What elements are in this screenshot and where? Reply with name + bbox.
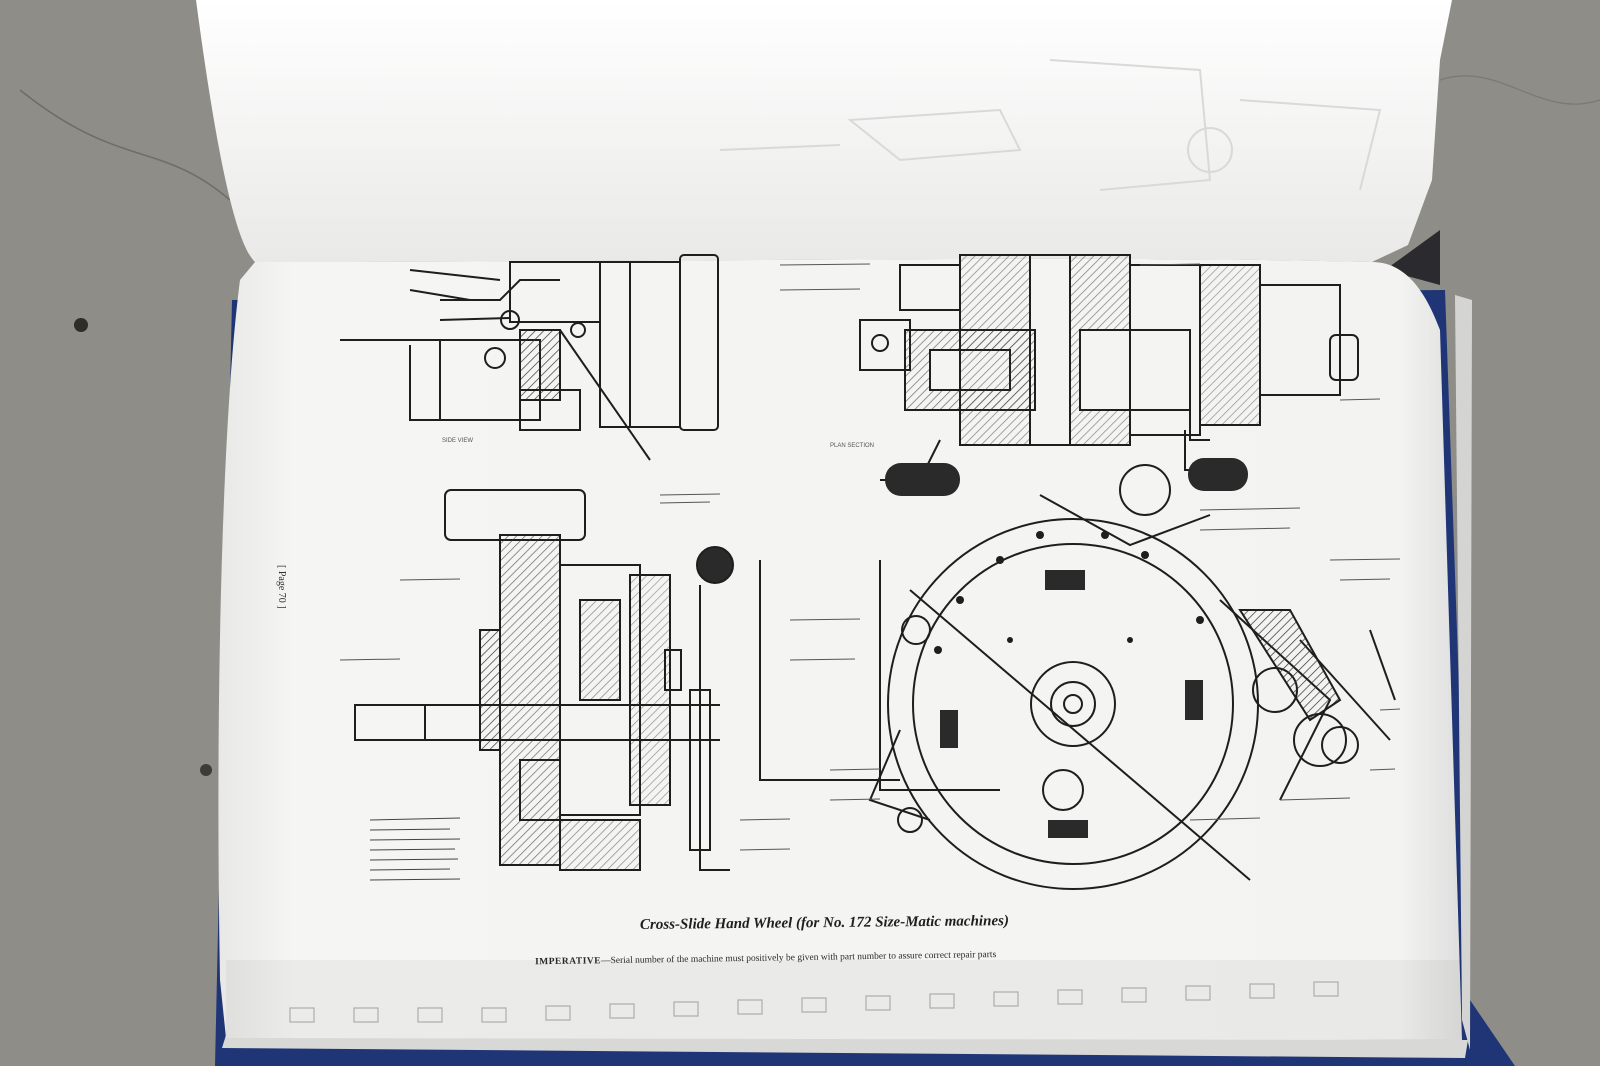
drawing-hand-wheel (759, 464, 1396, 890)
drawing-cross-section (354, 489, 734, 871)
plan-hand-grip-right (1188, 458, 1248, 491)
background-crack (1439, 75, 1600, 105)
background-spot (74, 318, 88, 332)
page-stack (1455, 295, 1472, 1050)
page-stack (222, 1035, 1468, 1058)
plan-hand-grip-left (885, 463, 960, 496)
background-crack (19, 89, 231, 201)
facing-page-showthrough (719, 59, 1382, 191)
drawing-plan-section (859, 254, 1359, 481)
plan-section-label: PLAN SECTION (830, 443, 874, 449)
wheel-key-slot (1048, 820, 1088, 838)
side-view-label: SIDE VIEW (442, 438, 473, 444)
wheel-arm (1238, 609, 1342, 722)
wheel-key-slot (940, 710, 958, 748)
binding-holes (289, 981, 1339, 1023)
parts-not-shown-note (369, 817, 461, 881)
callout-labels (339, 263, 1401, 851)
drawing-side-view (340, 254, 719, 461)
facing-page (196, 0, 1452, 262)
wheel-bolt-circle (934, 531, 1204, 654)
wheel-key-slot (1185, 680, 1203, 720)
background-spot (200, 764, 212, 776)
wheel-key-slot (1045, 570, 1085, 590)
page-shadow (226, 960, 1462, 1040)
